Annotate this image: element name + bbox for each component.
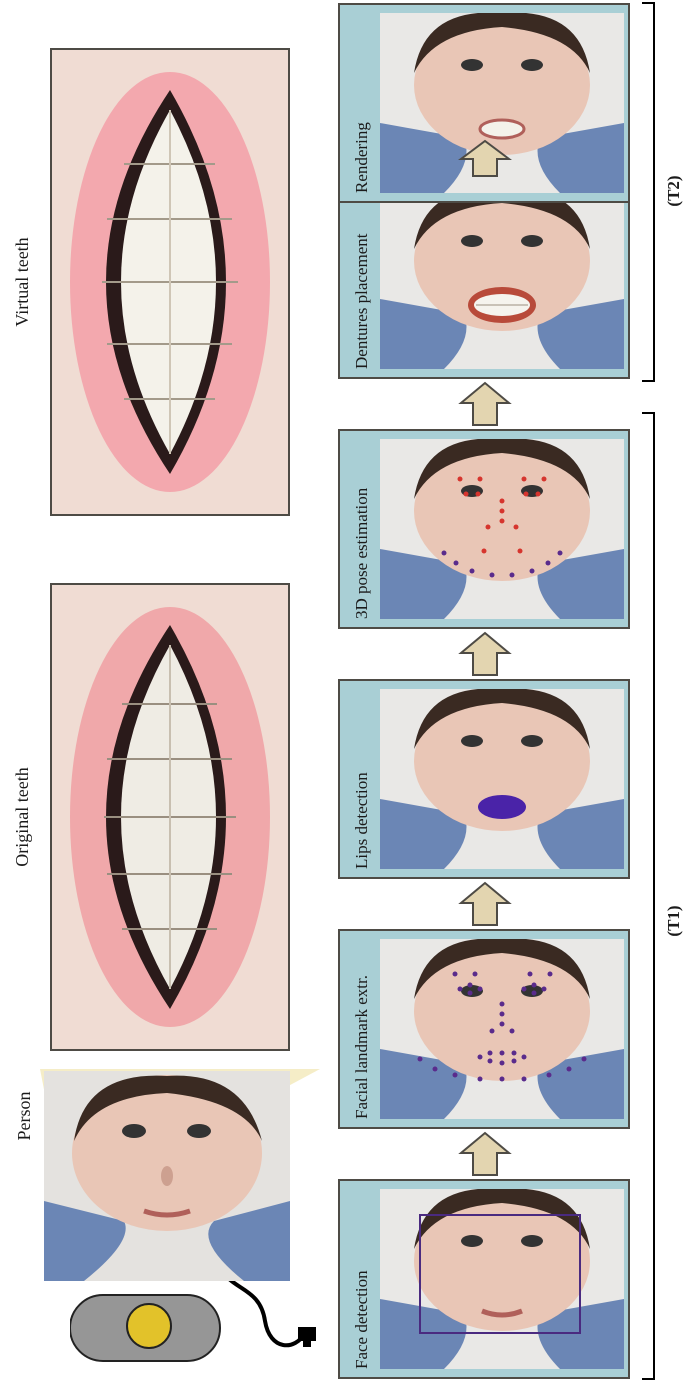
step-label: Dentures placement (344, 181, 380, 377)
step-label: Rendering (344, 5, 380, 201)
group-brackets (640, 0, 660, 1381)
mouth-virtual-icon (52, 50, 288, 514)
flow-arrows (455, 0, 515, 1381)
arrow-icon (461, 633, 509, 675)
virtual-teeth-label: Virtual teeth (10, 48, 34, 516)
step-label: Lips detection (344, 681, 380, 877)
original-teeth-label: Original teeth (10, 583, 34, 1051)
t1-label: (T1) (664, 891, 684, 951)
arrow-icon (461, 1133, 509, 1175)
arrow-icon (461, 141, 509, 176)
mouth-original-icon (52, 585, 288, 1049)
step-label: 3D pose estimation (344, 431, 380, 627)
arrow-icon (461, 883, 509, 925)
step-label: Face detection (344, 1181, 380, 1377)
step-label: Facial landmark extr. (344, 931, 380, 1127)
t2-bracket (642, 3, 654, 381)
person-label: Person (12, 1061, 36, 1171)
arrow-icon (461, 383, 509, 425)
person-photo (44, 1071, 290, 1281)
original-teeth-image (50, 583, 290, 1051)
virtual-teeth-image (50, 48, 290, 516)
t2-label: (T2) (664, 161, 684, 221)
t1-bracket (642, 413, 654, 1379)
